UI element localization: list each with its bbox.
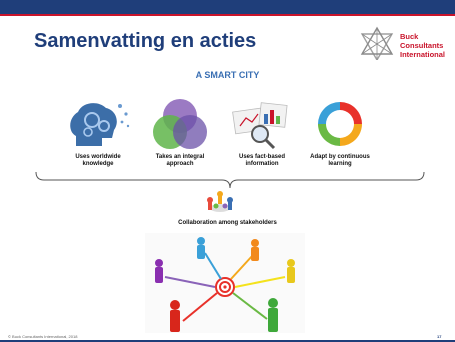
triangle-grid-logo-icon — [360, 26, 394, 60]
logo-text-line1: Buck — [400, 32, 419, 41]
charts-magnifier-icon — [232, 102, 288, 150]
pillar-label: Uses worldwide knowledge — [75, 154, 121, 167]
pillar-continuous-learning: Adapt by continuous learning — [304, 96, 376, 168]
company-logo: Buck Consultants International — [360, 26, 450, 66]
cycle-arrows-icon — [318, 102, 362, 146]
slide-subtitle: A SMART CITY — [195, 70, 260, 80]
pillar-label: Uses fact-based information — [238, 154, 286, 167]
pillar-label: Adapt by continuous learning — [310, 154, 370, 167]
stakeholders-target-illustration — [145, 233, 305, 333]
footer-copyright: © Buck Consultants International, 2018 — [8, 334, 78, 339]
pillar-label: Takes an integral approach — [155, 154, 205, 167]
logo-text-line3: International — [400, 50, 446, 59]
slide-title: Samenvatting en acties — [34, 30, 257, 52]
grouping-brace — [35, 171, 425, 189]
collaboration-label: Collaboration among stakeholders — [178, 220, 277, 226]
logo-text-line2: Consultants — [400, 41, 444, 50]
venn-circles-icon — [153, 99, 207, 149]
page-number: 17 — [437, 334, 442, 339]
pillar-fact-based-information: Uses fact-based information — [226, 96, 298, 168]
stakeholders-table-icon — [207, 191, 233, 212]
footer-line — [0, 340, 455, 342]
top-accent-line — [0, 14, 455, 16]
brain-gears-icon — [70, 103, 130, 146]
pillar-integral-approach: Takes an integral approach — [144, 96, 216, 168]
top-bar — [0, 0, 455, 14]
pillar-worldwide-knowledge: Uses worldwide knowledge — [62, 96, 134, 168]
